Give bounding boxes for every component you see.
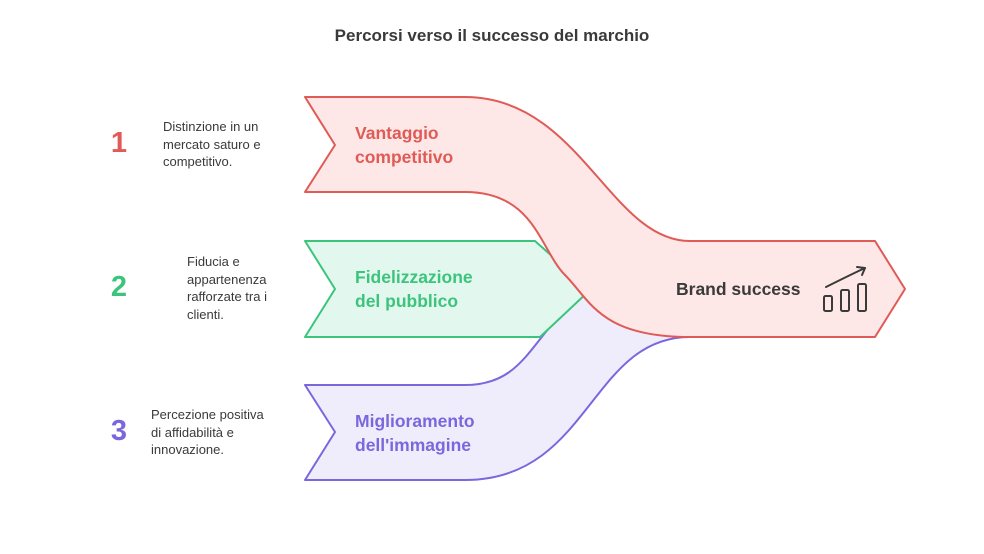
growth-chart-icon bbox=[823, 266, 867, 312]
step-number-1: 1 bbox=[110, 127, 128, 159]
step-number-2: 2 bbox=[110, 271, 128, 303]
step-description-1: Distinzione in un mercato saturo e compe… bbox=[163, 119, 261, 169]
band-2 bbox=[304, 240, 591, 338]
step-description-2: Fiducia e appartenenza rafforzate tra i … bbox=[187, 254, 267, 322]
step-number-3: 3 bbox=[110, 415, 128, 447]
path-label-1: Vantaggio competitivo bbox=[355, 123, 454, 167]
step-description-3: Percezione positiva di affidabilità e in… bbox=[151, 407, 264, 457]
path-label-3: Miglioramento dell'immagine bbox=[355, 411, 475, 455]
path-label-2: Fidelizzazione del pubblico bbox=[355, 267, 473, 311]
outcome-label: Brand success bbox=[676, 279, 801, 299]
band-3 bbox=[304, 289, 691, 481]
page-title: Percorsi verso il successo del marchio bbox=[334, 26, 650, 45]
band-1 bbox=[304, 96, 906, 338]
